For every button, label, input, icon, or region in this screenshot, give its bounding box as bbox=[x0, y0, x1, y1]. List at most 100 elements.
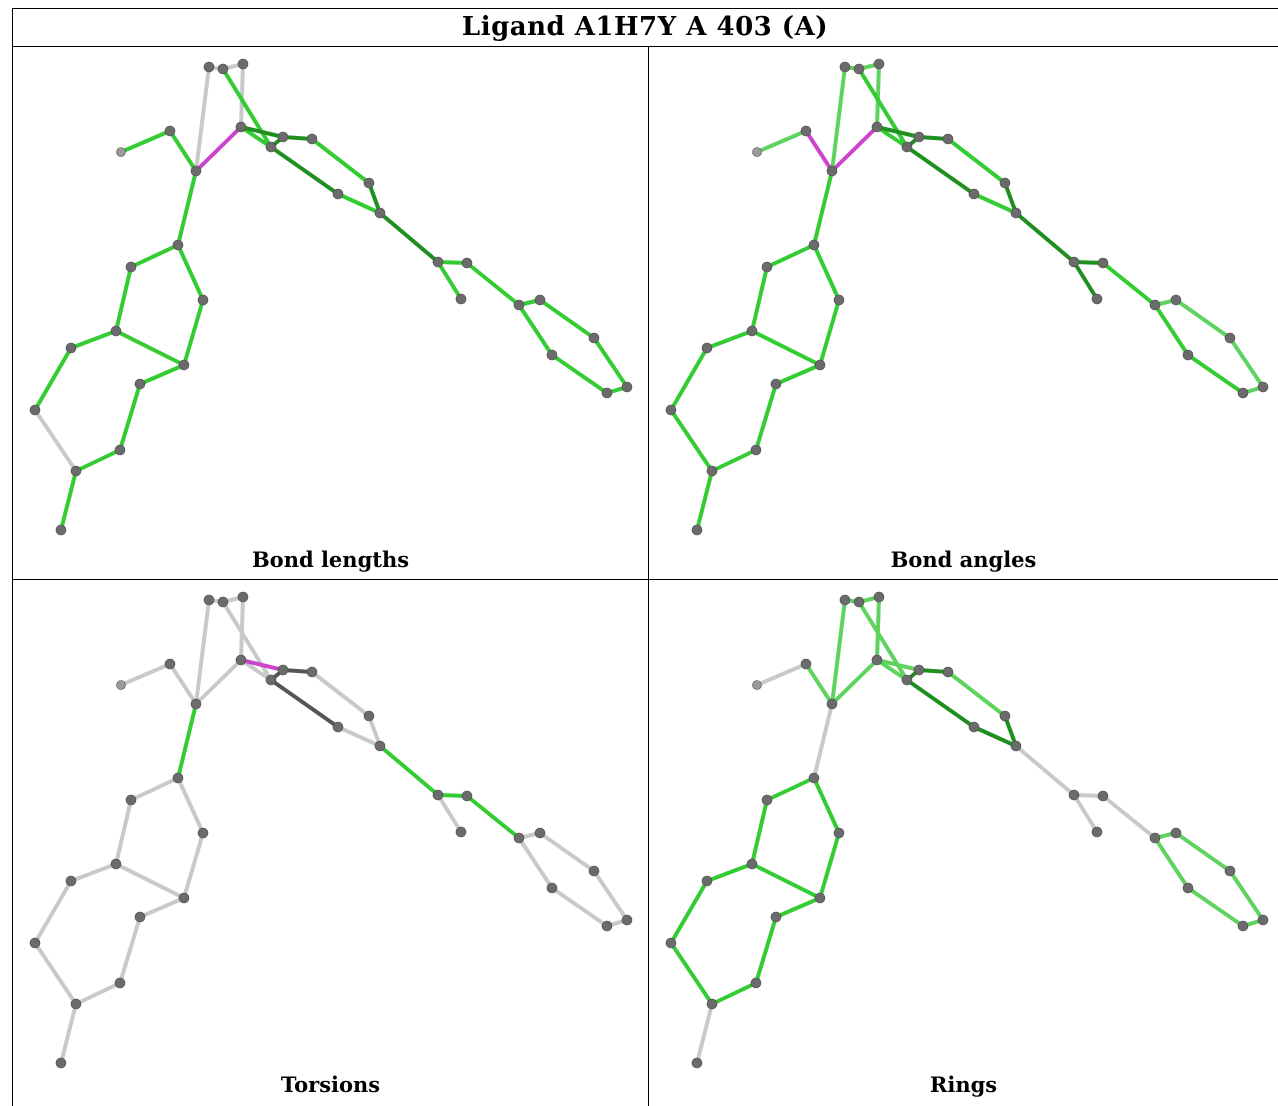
atom-10 bbox=[999, 710, 1011, 722]
atom-19 bbox=[1182, 349, 1194, 361]
atom-24 bbox=[197, 827, 209, 839]
atom-21 bbox=[621, 381, 633, 393]
bond-4-6 bbox=[804, 662, 834, 706]
molecule-rings bbox=[665, 591, 1269, 1069]
atom-0 bbox=[203, 61, 215, 73]
atom-28 bbox=[770, 378, 782, 390]
bond-24-27 bbox=[818, 831, 841, 900]
atom-18 bbox=[1224, 865, 1236, 877]
atom-32 bbox=[55, 524, 67, 536]
bond-16-19 bbox=[1153, 303, 1190, 357]
bond-17-18 bbox=[1174, 831, 1232, 873]
atom-30 bbox=[114, 444, 126, 456]
atom-27 bbox=[814, 359, 826, 371]
bond-8-10 bbox=[946, 670, 1007, 718]
molecule-bond-angles bbox=[665, 58, 1269, 536]
atom-5 bbox=[116, 147, 126, 157]
atom-26 bbox=[701, 342, 713, 354]
bond-4-5 bbox=[119, 129, 172, 154]
atom-22 bbox=[808, 772, 820, 784]
molecule-torsions bbox=[29, 591, 633, 1069]
report-frame: Ligand A1H7Y A 403 (A) Bond lengths Bond… bbox=[12, 8, 1278, 1106]
atom-6 bbox=[190, 698, 202, 710]
bond-3-6 bbox=[830, 125, 879, 173]
bond-25-26 bbox=[705, 329, 754, 350]
atom-18 bbox=[588, 865, 600, 877]
bond-23-25 bbox=[114, 265, 133, 333]
atom-20 bbox=[601, 387, 613, 399]
bond-29-31 bbox=[33, 941, 78, 1006]
bond-25-26 bbox=[705, 862, 754, 883]
bond-28-30 bbox=[118, 915, 142, 985]
atom-10 bbox=[363, 177, 375, 189]
bond-23-25 bbox=[114, 798, 133, 866]
atom-20 bbox=[601, 920, 613, 932]
atom-22 bbox=[172, 239, 184, 251]
bond-25-26 bbox=[69, 862, 118, 883]
bond-3-6 bbox=[194, 125, 243, 173]
bond-14-16 bbox=[465, 794, 521, 840]
atom-2 bbox=[237, 591, 249, 603]
atom-16 bbox=[513, 299, 525, 311]
atom-3 bbox=[235, 654, 247, 666]
bond-3-6 bbox=[830, 658, 879, 706]
bond-3-9 bbox=[875, 658, 909, 682]
atom-5 bbox=[752, 147, 762, 157]
bond-4-6 bbox=[804, 129, 834, 173]
atom-25 bbox=[110, 858, 122, 870]
atom-0 bbox=[203, 594, 215, 606]
molecule-bond-lengths bbox=[29, 58, 633, 536]
atom-3 bbox=[871, 654, 883, 666]
atom-5 bbox=[752, 680, 762, 690]
atom-17 bbox=[534, 294, 546, 306]
atom-28 bbox=[134, 378, 146, 390]
bond-3-7 bbox=[239, 658, 285, 672]
bond-22-24 bbox=[812, 243, 841, 302]
atom-14 bbox=[461, 790, 473, 802]
caption-torsions: Torsions bbox=[280, 1072, 381, 1097]
atom-2 bbox=[237, 58, 249, 70]
atom-12 bbox=[1010, 207, 1022, 219]
atom-23 bbox=[761, 261, 773, 273]
bond-3-9 bbox=[239, 658, 273, 682]
bond-12-13 bbox=[378, 211, 440, 264]
atom-30 bbox=[750, 977, 762, 989]
bond-18-21 bbox=[592, 336, 629, 389]
bond-11-12 bbox=[972, 725, 1018, 748]
atom-14 bbox=[1097, 790, 1109, 802]
atom-1 bbox=[217, 596, 229, 608]
atom-9 bbox=[265, 141, 277, 153]
atom-13 bbox=[432, 256, 444, 268]
bond-23-25 bbox=[750, 265, 769, 333]
atom-7 bbox=[277, 131, 289, 143]
panel-torsions: Torsions bbox=[13, 580, 648, 1106]
atom-32 bbox=[691, 1057, 703, 1069]
bond-8-10 bbox=[310, 670, 371, 718]
bond-2-3 bbox=[239, 62, 245, 129]
bond-19-20 bbox=[550, 353, 609, 395]
bond-18-21 bbox=[1228, 336, 1265, 389]
bond-31-32 bbox=[59, 469, 78, 532]
bond-17-18 bbox=[538, 831, 596, 873]
bond-3-7 bbox=[875, 658, 921, 672]
atom-25 bbox=[746, 325, 758, 337]
atom-21 bbox=[1257, 381, 1269, 393]
atom-15 bbox=[1091, 826, 1103, 838]
atom-30 bbox=[750, 444, 762, 456]
bond-4-6 bbox=[168, 129, 198, 173]
atom-13 bbox=[1068, 789, 1080, 801]
atom-6 bbox=[190, 165, 202, 177]
bond-24-27 bbox=[818, 298, 841, 367]
bond-26-29 bbox=[33, 346, 73, 412]
atom-24 bbox=[833, 827, 845, 839]
atom-24 bbox=[833, 294, 845, 306]
atom-30 bbox=[114, 977, 126, 989]
bond-18-21 bbox=[592, 869, 629, 922]
atom-29 bbox=[665, 937, 677, 949]
atom-31 bbox=[70, 465, 82, 477]
bond-4-5 bbox=[119, 662, 172, 687]
atom-22 bbox=[172, 772, 184, 784]
atom-26 bbox=[701, 875, 713, 887]
atom-19 bbox=[546, 349, 558, 361]
bond-14-16 bbox=[465, 261, 521, 307]
